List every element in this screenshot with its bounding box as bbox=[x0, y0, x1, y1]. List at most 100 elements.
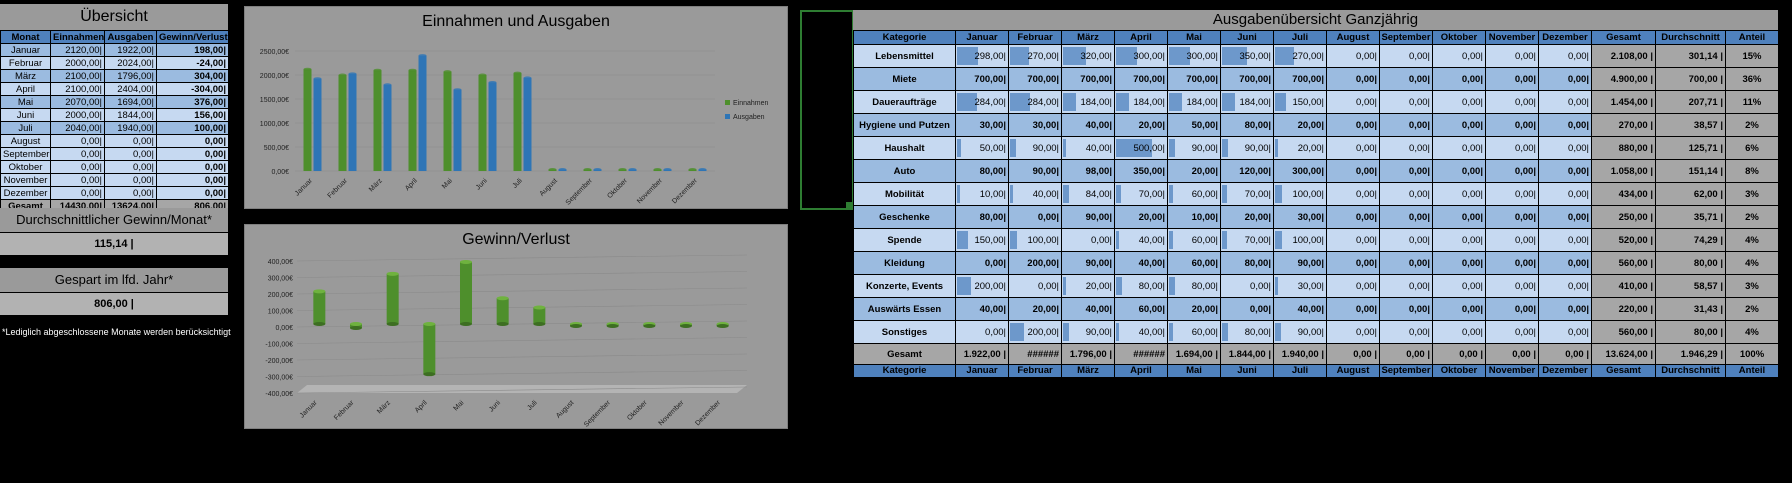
month-value-cell[interactable]: 0,00| bbox=[1538, 182, 1592, 206]
month-value-cell[interactable]: 90,00| bbox=[1061, 205, 1115, 229]
month-value-cell[interactable]: 0,00| bbox=[1379, 136, 1433, 160]
month-value-cell[interactable]: 60,00| bbox=[1167, 320, 1221, 344]
summary-cell[interactable]: -304,00| bbox=[156, 82, 229, 96]
row-share-cell[interactable]: 11% bbox=[1725, 90, 1779, 114]
month-value-cell[interactable]: 700,00| bbox=[1061, 67, 1115, 91]
month-value-cell[interactable]: 0,00| bbox=[1432, 113, 1486, 137]
month-value-cell[interactable]: 0,00| bbox=[1432, 44, 1486, 68]
month-value-cell[interactable]: 350,00| bbox=[1114, 159, 1168, 183]
summary-cell[interactable]: 2000,00| bbox=[50, 108, 105, 122]
month-value-cell[interactable]: 0,00| bbox=[1432, 205, 1486, 229]
month-value-cell[interactable]: 500,00| bbox=[1114, 136, 1168, 160]
category-cell[interactable]: Daueraufträge bbox=[853, 90, 956, 114]
month-value-cell[interactable]: 270,00| bbox=[1273, 44, 1327, 68]
summary-cell[interactable]: 156,00| bbox=[156, 108, 229, 122]
profit-bar[interactable] bbox=[313, 291, 326, 324]
grand-total-cell[interactable]: 13.624,00 | bbox=[1591, 343, 1656, 365]
month-value-cell[interactable]: 184,00| bbox=[1220, 90, 1274, 114]
expenses-footer-cell[interactable]: Februar bbox=[1008, 364, 1062, 378]
month-value-cell[interactable]: 300,00| bbox=[1114, 44, 1168, 68]
month-value-cell[interactable]: 350,00| bbox=[1220, 44, 1274, 68]
total-month-cell[interactable]: 1.940,00 | bbox=[1273, 343, 1327, 365]
row-share-cell[interactable]: 15% bbox=[1725, 44, 1779, 68]
month-value-cell[interactable]: 0,00| bbox=[1220, 297, 1274, 321]
month-value-cell[interactable]: 40,00| bbox=[1114, 251, 1168, 275]
month-value-cell[interactable]: 300,00| bbox=[1273, 159, 1327, 183]
row-average-cell[interactable]: 151,14 | bbox=[1655, 159, 1726, 183]
bar-ausgaben[interactable] bbox=[313, 78, 322, 171]
bar-ausgaben[interactable] bbox=[383, 84, 392, 171]
row-total-cell[interactable]: 434,00 | bbox=[1591, 182, 1656, 206]
total-month-cell[interactable]: 0,00 | bbox=[1379, 343, 1433, 365]
month-value-cell[interactable]: 70,00| bbox=[1114, 182, 1168, 206]
expenses-footer-cell[interactable]: Juli bbox=[1273, 364, 1327, 378]
expenses-footer-cell[interactable]: November bbox=[1485, 364, 1539, 378]
expenses-header-cell[interactable]: Mai bbox=[1167, 30, 1221, 45]
month-value-cell[interactable]: 0,00| bbox=[1538, 297, 1592, 321]
total-label-cell[interactable]: Gesamt bbox=[853, 343, 956, 365]
row-total-cell[interactable]: 1.058,00 | bbox=[1591, 159, 1656, 183]
month-value-cell[interactable]: 0,00| bbox=[1538, 44, 1592, 68]
summary-cell[interactable]: 2100,00| bbox=[50, 82, 105, 96]
expenses-footer-cell[interactable]: Gesamt bbox=[1591, 364, 1656, 378]
grand-average-cell[interactable]: 1.946,29 | bbox=[1655, 343, 1726, 365]
month-value-cell[interactable]: 0,00| bbox=[1485, 251, 1539, 275]
summary-cell[interactable]: August bbox=[0, 134, 51, 148]
month-value-cell[interactable]: 40,00| bbox=[1061, 297, 1115, 321]
month-value-cell[interactable]: 30,00| bbox=[955, 113, 1009, 137]
row-share-cell[interactable]: 3% bbox=[1725, 274, 1779, 298]
row-share-cell[interactable]: 2% bbox=[1725, 297, 1779, 321]
month-value-cell[interactable]: 0,00| bbox=[1485, 205, 1539, 229]
bar-einnahmen[interactable] bbox=[338, 75, 347, 171]
month-value-cell[interactable]: 700,00| bbox=[955, 67, 1009, 91]
month-value-cell[interactable]: 150,00| bbox=[1273, 90, 1327, 114]
month-value-cell[interactable]: 40,00| bbox=[1114, 228, 1168, 252]
month-value-cell[interactable]: 20,00| bbox=[1167, 159, 1221, 183]
month-value-cell[interactable]: 90,00| bbox=[1273, 251, 1327, 275]
row-total-cell[interactable]: 880,00 | bbox=[1591, 136, 1656, 160]
row-average-cell[interactable]: 125,71 | bbox=[1655, 136, 1726, 160]
total-month-cell[interactable]: ###### bbox=[1114, 343, 1168, 365]
month-value-cell[interactable]: 0,00| bbox=[1432, 228, 1486, 252]
total-month-cell[interactable]: 0,00 | bbox=[1538, 343, 1592, 365]
month-value-cell[interactable]: 50,00| bbox=[1167, 113, 1221, 137]
summary-cell[interactable]: Juli bbox=[0, 121, 51, 135]
month-value-cell[interactable]: 0,00| bbox=[1379, 251, 1433, 275]
month-value-cell[interactable]: 98,00| bbox=[1061, 159, 1115, 183]
month-value-cell[interactable]: 100,00| bbox=[1008, 228, 1062, 252]
profit-bar[interactable] bbox=[460, 261, 472, 324]
month-value-cell[interactable]: 270,00| bbox=[1008, 44, 1062, 68]
month-value-cell[interactable]: 0,00| bbox=[1061, 228, 1115, 252]
row-average-cell[interactable]: 38,57 | bbox=[1655, 113, 1726, 137]
category-cell[interactable]: Miete bbox=[853, 67, 956, 91]
month-value-cell[interactable]: 20,00| bbox=[1220, 205, 1274, 229]
month-value-cell[interactable]: 0,00| bbox=[1326, 159, 1380, 183]
month-value-cell[interactable]: 300,00| bbox=[1167, 44, 1221, 68]
row-share-cell[interactable]: 2% bbox=[1725, 113, 1779, 137]
category-cell[interactable]: Auswärts Essen bbox=[853, 297, 956, 321]
expenses-header-cell[interactable]: Anteil bbox=[1725, 30, 1779, 45]
row-total-cell[interactable]: 410,00 | bbox=[1591, 274, 1656, 298]
month-value-cell[interactable]: 0,00| bbox=[1538, 274, 1592, 298]
summary-cell[interactable]: 2024,00| bbox=[104, 56, 157, 70]
month-value-cell[interactable]: 0,00| bbox=[1379, 67, 1433, 91]
summary-cell[interactable]: 1796,00| bbox=[104, 69, 157, 83]
month-value-cell[interactable]: 0,00| bbox=[1485, 113, 1539, 137]
total-month-cell[interactable]: 1.694,00 | bbox=[1167, 343, 1221, 365]
total-month-cell[interactable]: 1.796,00 | bbox=[1061, 343, 1115, 365]
total-month-cell[interactable]: ###### bbox=[1008, 343, 1062, 365]
month-value-cell[interactable]: 70,00| bbox=[1220, 182, 1274, 206]
month-value-cell[interactable]: 0,00| bbox=[1432, 251, 1486, 275]
summary-cell[interactable]: 376,00| bbox=[156, 95, 229, 109]
row-average-cell[interactable]: 301,14 | bbox=[1655, 44, 1726, 68]
month-value-cell[interactable]: 30,00| bbox=[1008, 113, 1062, 137]
month-value-cell[interactable]: 0,00| bbox=[955, 251, 1009, 275]
month-value-cell[interactable]: 0,00| bbox=[1485, 90, 1539, 114]
month-value-cell[interactable]: 60,00| bbox=[1167, 228, 1221, 252]
month-value-cell[interactable]: 10,00| bbox=[1167, 205, 1221, 229]
row-total-cell[interactable]: 2.108,00 | bbox=[1591, 44, 1656, 68]
row-share-cell[interactable]: 8% bbox=[1725, 159, 1779, 183]
month-value-cell[interactable]: 20,00| bbox=[1114, 113, 1168, 137]
bar-einnahmen[interactable] bbox=[408, 70, 417, 171]
summary-cell[interactable]: 2070,00| bbox=[50, 95, 105, 109]
